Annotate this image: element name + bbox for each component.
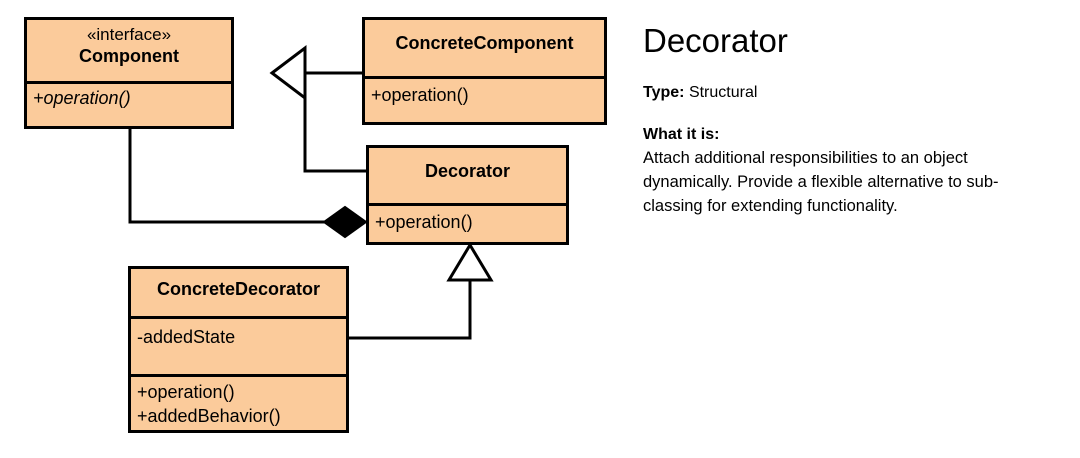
pattern-type-line: Type: Structural (643, 82, 1070, 104)
generalization-concretecomponent-to-component (269, 44, 362, 102)
composition-decorator-to-component (128, 129, 368, 239)
uml-class-concretedecorator-name: ConcreteDecorator (156, 279, 321, 299)
pattern-type-label: Type: (643, 84, 685, 101)
uml-member-addedbehavior: +addedBehavior() (137, 406, 281, 426)
uml-class-component[interactable]: «interface» Component +operation() (24, 17, 234, 129)
pattern-description-block: What it is: Attach additional responsibi… (643, 124, 1070, 218)
uml-class-component-header: «interface» Component (27, 20, 231, 81)
uml-class-decorator[interactable]: Decorator +operation() (366, 145, 569, 245)
uml-member-addedstate: -addedState (137, 327, 236, 347)
uml-class-diagram: «interface» Component +operation() Concr… (24, 17, 607, 433)
uml-class-concretedecorator[interactable]: ConcreteDecorator -addedState +operation… (128, 266, 349, 433)
uml-class-component-name: Component (79, 46, 179, 66)
uml-member-operation: +operation() (33, 88, 131, 108)
uml-class-concretedecorator-attributes: -addedState (131, 316, 346, 374)
generalization-concretedecorator-to-decorator (349, 242, 494, 340)
pattern-type-value: Structural (688, 84, 758, 101)
uml-class-concretecomponent[interactable]: ConcreteComponent +operation() (362, 17, 607, 125)
uml-class-decorator-name: Decorator (424, 161, 511, 181)
uml-class-concretecomponent-header: ConcreteComponent (365, 20, 604, 76)
generalization-decorator-to-component (303, 73, 366, 173)
uml-member-operation: +operation() (375, 212, 473, 232)
page-title: Decorator (643, 22, 788, 59)
uml-class-concretedecorator-header: ConcreteDecorator (131, 269, 346, 316)
uml-class-decorator-operations: +operation() (369, 203, 566, 245)
uml-class-concretedecorator-operations: +operation() +addedBehavior() (131, 374, 346, 433)
pattern-description-text: Attach additional responsibilities to an… (643, 149, 999, 215)
uml-class-decorator-header: Decorator (369, 148, 566, 203)
uml-member-operation: +operation() (137, 382, 235, 402)
uml-class-concretecomponent-name: ConcreteComponent (395, 33, 574, 53)
uml-connector-layer (128, 44, 494, 340)
uml-class-component-stereotype: «interface» (86, 25, 172, 44)
pattern-info-panel: Decorator Type: Structural What it is: A… (643, 0, 1080, 458)
pattern-description-label: What it is: (643, 126, 720, 143)
uml-member-operation: +operation() (371, 85, 469, 105)
uml-class-component-operations: +operation() (27, 81, 231, 129)
uml-class-concretecomponent-operations: +operation() (365, 76, 604, 125)
